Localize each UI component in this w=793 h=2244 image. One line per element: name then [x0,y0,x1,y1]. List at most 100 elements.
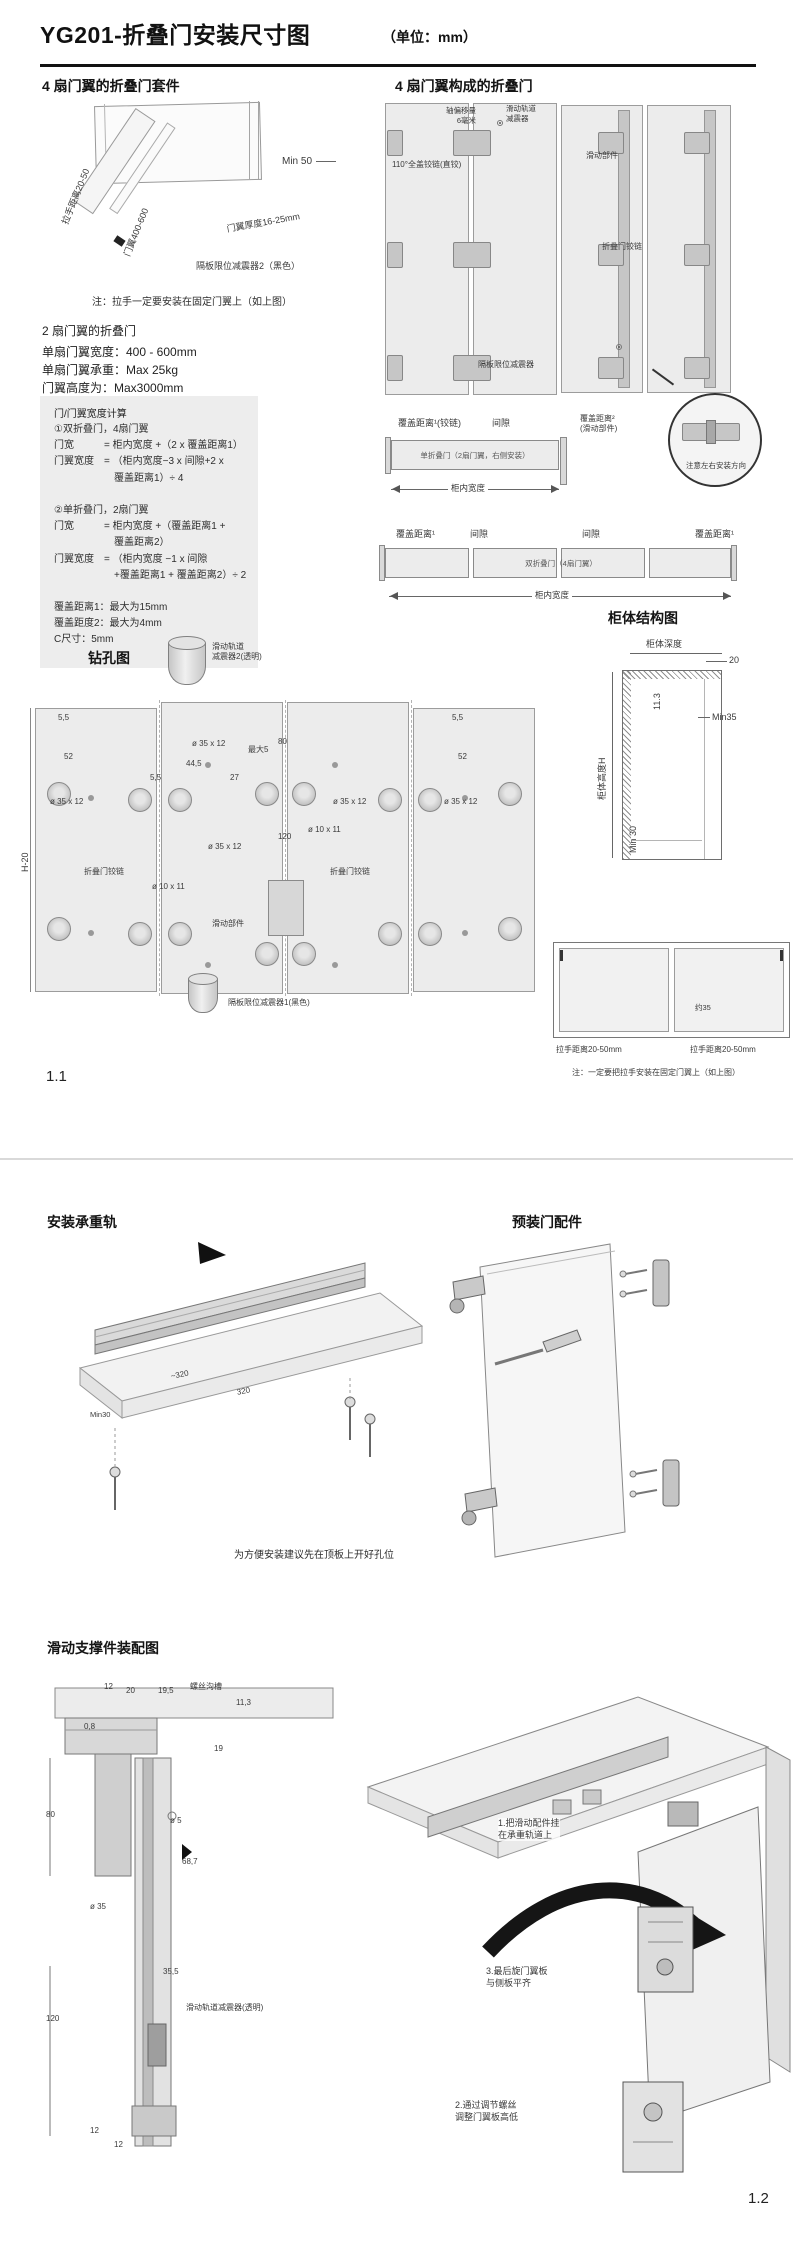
screwdriver-icon [494,1329,582,1366]
sec2-side-plate-l [379,545,385,581]
hinge-cup-hole [418,922,442,946]
drill-panel-4 [413,708,535,992]
drill-height-dimline [30,708,31,992]
mounting-steps-drawing [366,1696,791,2173]
front-handle-dim-right: 拉手距离20-50mm [690,1045,756,1054]
drill-heading: 钻孔图 [88,650,130,666]
page2-number: 1.2 [748,2190,769,2207]
cabinet-d20-label: 20 [729,655,740,665]
drill-dim: 80 [278,737,287,746]
slide-hardware-icon [598,132,624,154]
sec1-cover2-label: 覆盖距离² (滑动部件) [580,414,618,434]
marker-icon [497,120,503,126]
front-handle-left [560,950,563,961]
sec2-gap2-label: 间隙 [582,529,601,539]
sec1-door-bar [391,440,559,470]
hinge-cup-hole [255,942,279,966]
step-2-label: 2.通过调节螺丝 调整门翼板高低 [455,2100,519,2124]
slide-dim: 12 [104,1682,113,1691]
hinge-cup-hole [47,917,71,941]
fold-hinge-icon [453,130,491,156]
cabinet-section [622,670,722,860]
cabinet-height-label: 柜体高度H [597,757,607,801]
front-door-right [674,948,784,1032]
slide-dim: 120 [46,2014,60,2023]
slide-dim: 11,3 [236,1698,251,1707]
spec-heading: 2 扇门翼的折叠门 [42,324,137,338]
drill-dim: 120 [278,832,292,841]
slide-part-icon [268,880,304,936]
fold-hinge-icon [453,355,491,381]
drill-dim: ø 35 x 12 [50,797,84,806]
spec-width: 单扇门翼宽度：400 - 600mm [42,345,197,359]
page-divider [0,1158,793,1160]
hinge-cup-hole [418,788,442,812]
drill-dim: 5,5 [58,713,70,722]
cabinet-bottom-line [632,840,702,841]
sec1-dim-label: 柜内宽度 [448,482,489,494]
drill-panel-1 [35,708,157,992]
cabinet-heading: 柜体结构图 [608,610,678,626]
drill-hole [462,930,468,936]
hinge-icon [387,242,403,268]
marker-icon [616,344,622,350]
drill-dim: ø 35 x 12 [444,797,478,806]
drill-label: 滑动部件 [212,919,244,928]
drill-centerline [411,700,412,996]
cabinet-d20-leader [706,661,727,662]
kit-door-right-strip [249,101,259,179]
cabinet-height-line [612,672,613,858]
drill-dim: 5,5 [150,773,162,782]
drill-dim: ø 35 x 12 [333,797,367,806]
drill-dim: ø 35 x 12 [192,739,226,748]
dim-arrow [723,592,731,600]
drill-dim: ø 35 x 12 [208,842,242,851]
slide-dim: ø 5 [170,1816,182,1825]
hinge-cup-hole [378,788,402,812]
slide-groove-label: 螺丝沟槽 [190,1682,222,1691]
sec1-cover1-label: 覆盖距离¹(铰链) [398,418,461,428]
rail-note: 为方便安装建议先在顶板上开好孔位 [234,1550,394,1561]
hinge-detail-icon [714,423,740,441]
front-handle-right [780,950,783,961]
drill-hole [88,795,94,801]
cabinet-min35-leader [698,717,710,718]
slide-dim: 68,7 [182,1857,198,1866]
hinge-cup-hole [128,788,152,812]
page1-number: 1.1 [46,1068,67,1085]
page-title: YG201-折叠门安装尺寸图 [40,22,311,48]
kit-dim-wing: 门翼400-600 [122,206,151,258]
kit-dim-thickness: 门翼厚度16-25mm [226,211,301,234]
drill-centerline [285,700,286,996]
front-handle-dim-left: 拉手距离20-50mm [556,1045,622,1054]
kit-dim-min50: Min 50 [282,156,313,167]
cabinet-depth-label: 柜体深度 [646,639,683,649]
slide-dim: 0,8 [84,1722,96,1731]
drill-dim: ø 10 x 11 [152,882,185,891]
magnifier-note: 注意左右安装方向 [686,461,746,470]
slide-hardware-icon [684,357,710,379]
cabinet-depth-line [630,653,722,654]
pre-heading: 预装门配件 [512,1214,582,1230]
front-d35-label: 约35 [695,1003,711,1012]
shelf-damper-icon [188,973,218,985]
slide-dim: 12 [90,2126,99,2135]
axis-offset-label: 轴偏移量 6毫米 [446,106,476,125]
slide-dim: 20 [126,1686,135,1695]
slide-part-label: 滑动部件 [586,151,618,160]
hinge110-label: 110°全盖铰链(直铰) [392,160,462,169]
hinge-cup-hole [128,922,152,946]
kit-note: 注：拉手一定要安装在固定门翼上（如上图） [92,297,292,308]
slide-heading: 滑动支撑件装配图 [47,1640,159,1656]
drill-hole [462,795,468,801]
rail-install-drawing [78,1242,424,1510]
sec2-cover1r-label: 覆盖距离¹ [695,529,734,539]
black-arrow-icon [198,1242,226,1264]
drill-dim: 52 [458,752,467,761]
cabinet-side-board [623,671,631,859]
slide-hardware-icon [684,132,710,154]
shelf-damper-label: 隔板限位减震器 [478,360,534,369]
sec1-slide-strip [560,437,567,485]
drill-dim: 5,5 [452,713,464,722]
hinge-cup-hole [292,782,316,806]
